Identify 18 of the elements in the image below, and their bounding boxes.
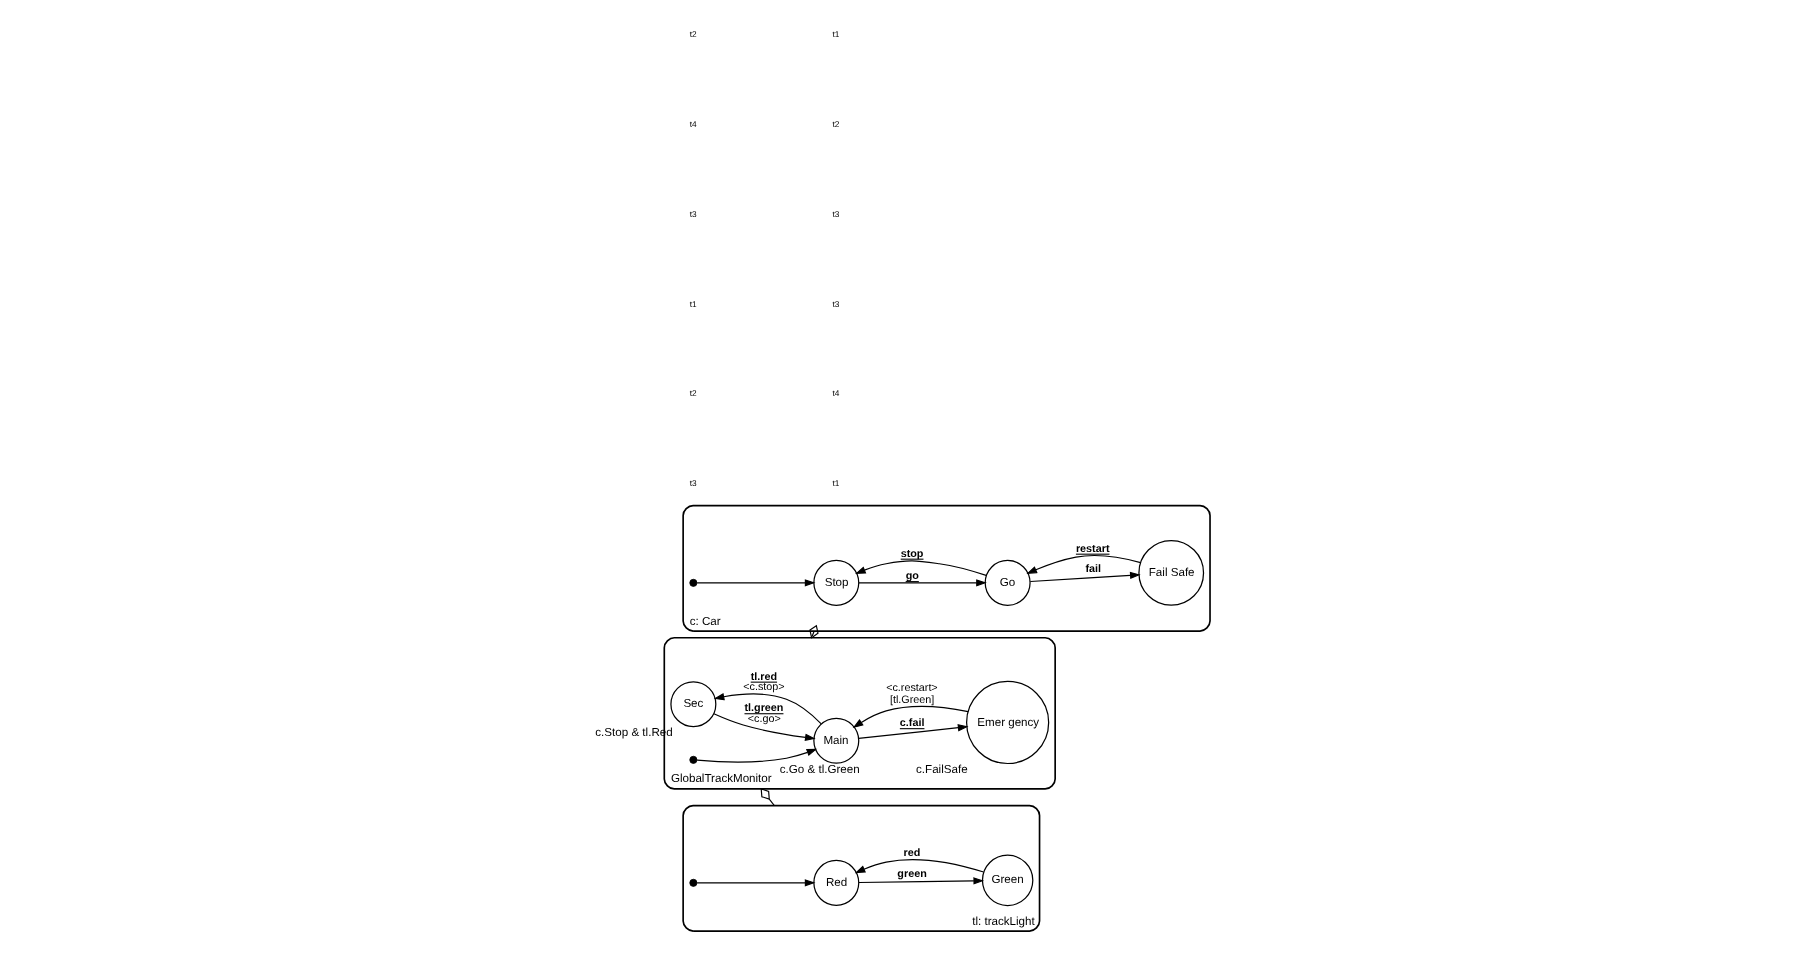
arrow bbox=[854, 560, 986, 576]
arrow bbox=[1025, 555, 1141, 574]
node-circle bbox=[688, 755, 697, 764]
arrow bbox=[695, 748, 817, 763]
arrow bbox=[712, 693, 821, 725]
arrow bbox=[712, 713, 815, 742]
arrow bbox=[695, 879, 815, 887]
arrow bbox=[857, 877, 984, 885]
arrow bbox=[1028, 571, 1140, 583]
connector bbox=[759, 788, 774, 807]
node-circle bbox=[688, 578, 697, 587]
connector bbox=[808, 624, 818, 639]
arrow bbox=[857, 579, 986, 587]
arrow bbox=[695, 579, 815, 587]
arrow bbox=[857, 724, 968, 740]
node-circle bbox=[688, 878, 697, 887]
arrow bbox=[853, 859, 984, 874]
arrow bbox=[851, 705, 968, 729]
